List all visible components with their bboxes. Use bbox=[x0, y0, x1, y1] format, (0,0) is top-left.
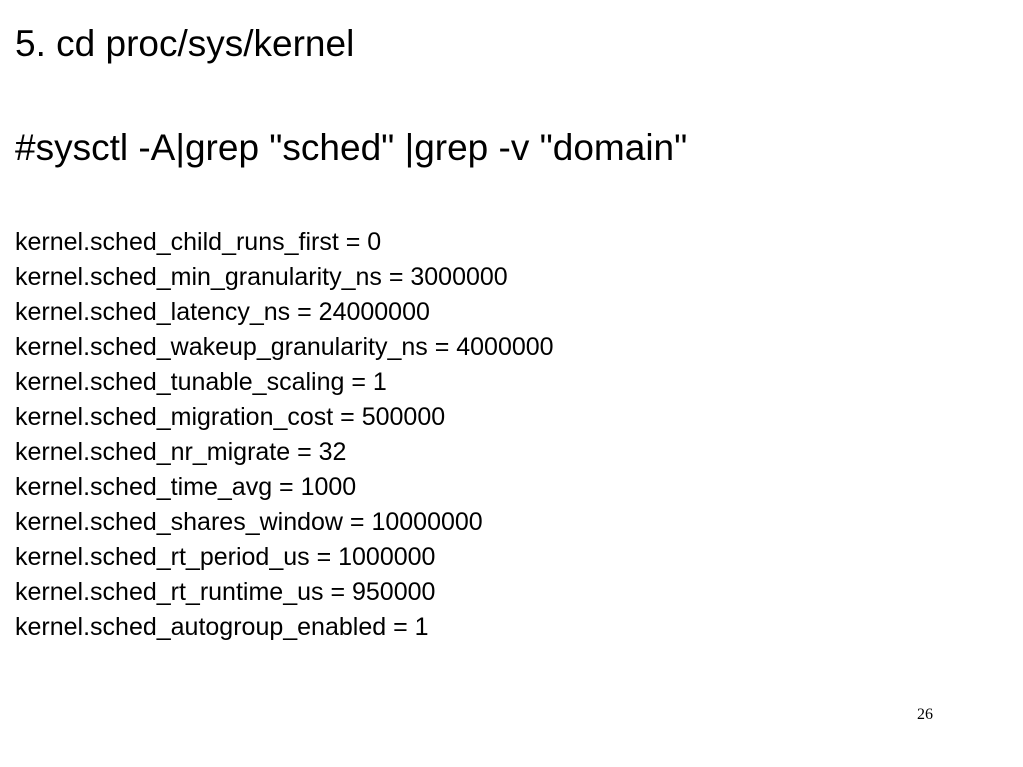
sysctl-output-line: kernel.sched_shares_window = 10000000 bbox=[15, 508, 483, 536]
sysctl-output-line: kernel.sched_wakeup_granularity_ns = 400… bbox=[15, 333, 554, 361]
sysctl-output-line: kernel.sched_tunable_scaling = 1 bbox=[15, 368, 387, 396]
sysctl-output-line: kernel.sched_rt_runtime_us = 950000 bbox=[15, 578, 436, 606]
slide-title: 5. cd proc/sys/kernel bbox=[15, 23, 355, 64]
page-number: 26 bbox=[917, 706, 933, 723]
sysctl-command: #sysctl -A|grep "sched" |grep -v "domain… bbox=[15, 127, 688, 168]
sysctl-output-line: kernel.sched_latency_ns = 24000000 bbox=[15, 298, 430, 326]
sysctl-output-line: kernel.sched_time_avg = 1000 bbox=[15, 473, 357, 501]
sysctl-output-list: kernel.sched_child_runs_first = 0 kernel… bbox=[15, 225, 554, 645]
sysctl-output-line: kernel.sched_migration_cost = 500000 bbox=[15, 403, 446, 431]
sysctl-output-line: kernel.sched_nr_migrate = 32 bbox=[15, 438, 347, 466]
sysctl-output-line: kernel.sched_rt_period_us = 1000000 bbox=[15, 543, 436, 571]
sysctl-output-line: kernel.sched_min_granularity_ns = 300000… bbox=[15, 263, 508, 291]
sysctl-output-line: kernel.sched_autogroup_enabled = 1 bbox=[15, 613, 429, 641]
sysctl-output-line: kernel.sched_child_runs_first = 0 bbox=[15, 228, 382, 256]
